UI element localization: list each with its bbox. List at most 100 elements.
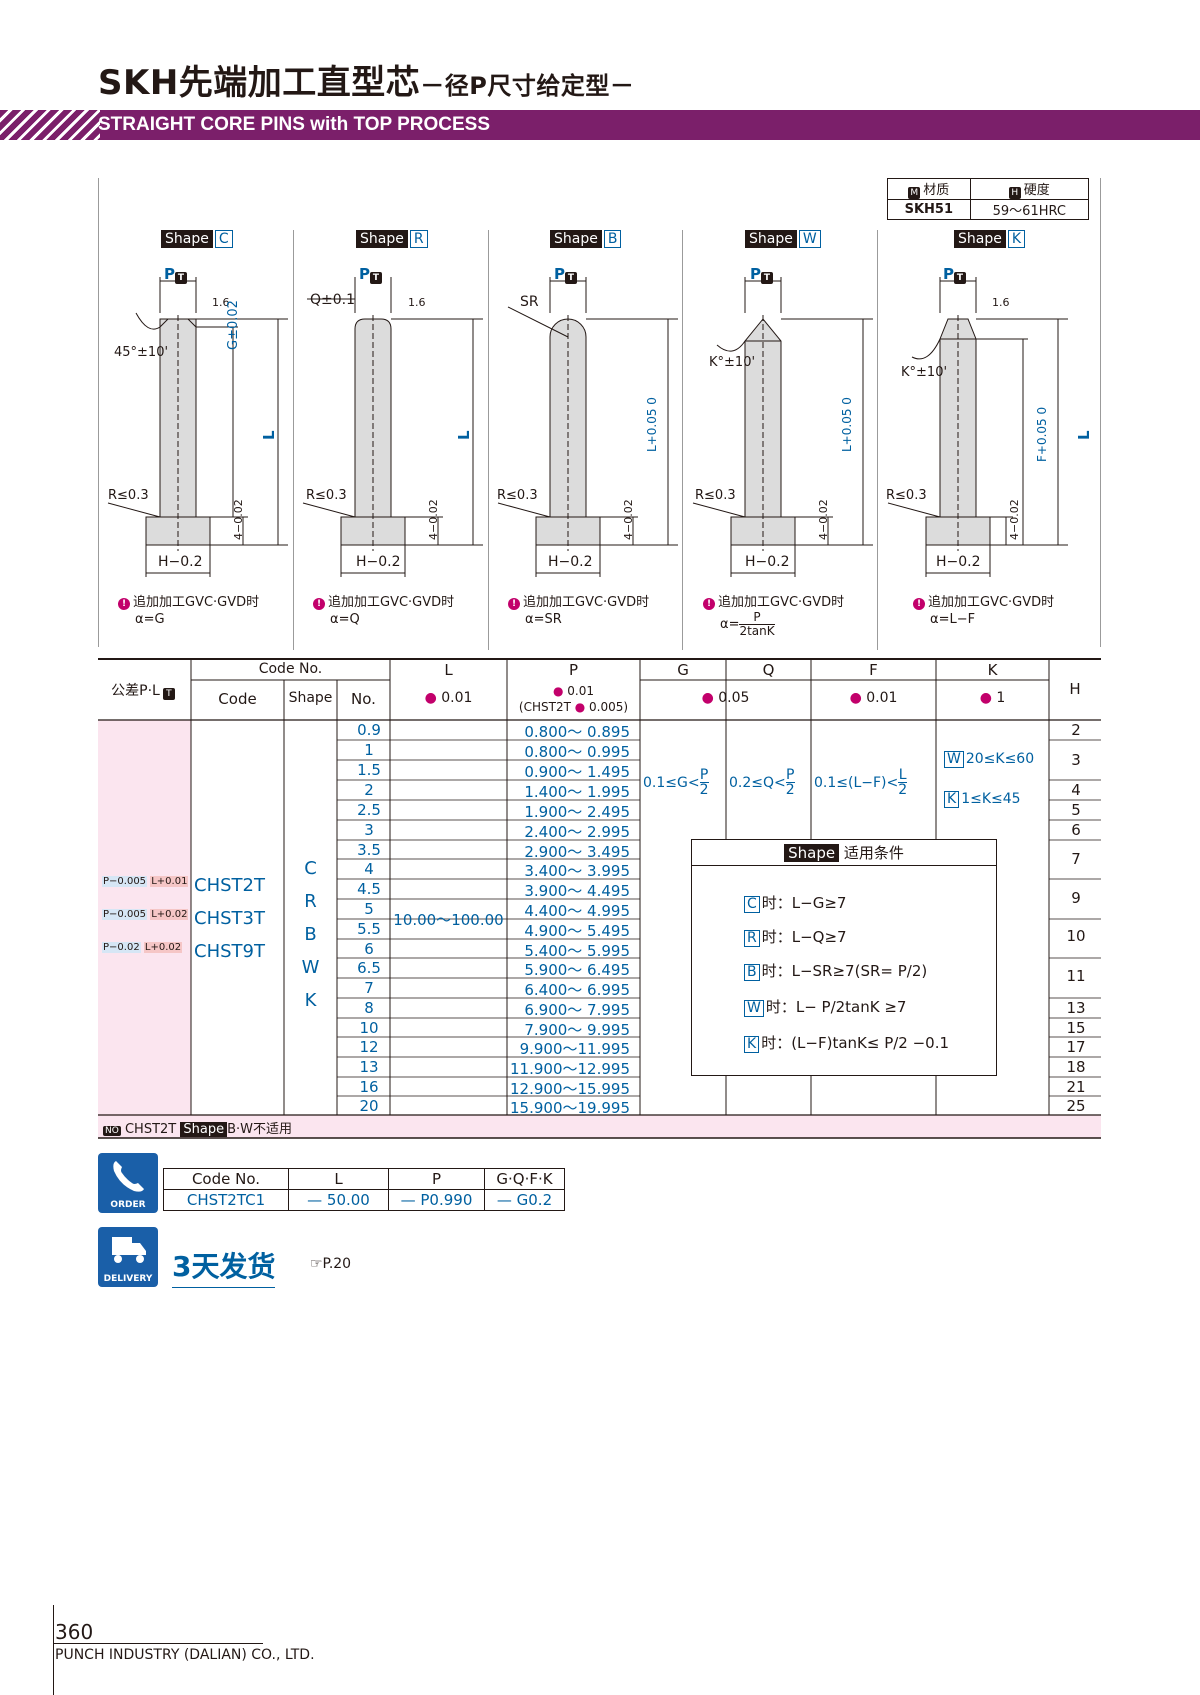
table-row-p: 15.900～19.995: [510, 1099, 630, 1117]
t-icon: T: [954, 272, 966, 284]
spec-table-grid: [98, 658, 1101, 1139]
h-label-b: H−0.2: [548, 554, 593, 570]
t-icon: T: [565, 272, 577, 284]
table-row-p: 2.900～ 3.495: [524, 843, 630, 861]
conditions-header: Shape 适用条件: [692, 840, 996, 866]
order-l: — 50.00: [288, 1189, 389, 1211]
code-chst9t: CHST9T: [194, 941, 265, 962]
title-main: SKH先端加工直型芯: [98, 63, 421, 103]
table-row-p: 7.900～ 9.995: [524, 1021, 630, 1039]
table-row-p: 3.900～ 4.495: [524, 882, 630, 900]
order-example-table: Code No. L P G·Q·F·K CHST2TC1 — 50.00 — …: [163, 1168, 565, 1211]
order-icon: ORDER: [98, 1153, 158, 1213]
roughness-r: 1.6: [408, 296, 426, 309]
code-header: Code: [218, 690, 257, 708]
table-row-no: 3: [364, 821, 374, 839]
footnote-bg: [98, 1115, 1101, 1138]
table-row-p: 5.900～ 6.495: [524, 961, 630, 979]
table-row-no: 4.5: [357, 880, 381, 898]
table-row-no: 1.5: [357, 761, 381, 779]
table-row-no: 5: [364, 900, 374, 918]
table-row-h: 6: [1071, 821, 1081, 839]
order-h-p: P: [388, 1168, 485, 1190]
alert-icon: !: [118, 598, 130, 610]
r-label-r: R≤0.3: [306, 488, 347, 503]
roughness-c: 1.6: [212, 296, 230, 309]
f-unit: ● 0.01: [849, 690, 898, 706]
order-h-l: L: [288, 1168, 389, 1190]
delivery-ref[interactable]: ☞P.20: [310, 1256, 352, 1272]
angle-45: 45°±10': [114, 345, 169, 360]
page-title: SKH先端加工直型芯－径P尺寸给定型－: [98, 55, 634, 104]
table-row-p: 11.900～12.995: [510, 1060, 630, 1078]
table-row-no: 16: [359, 1078, 379, 1096]
table-row-p: 1.400～ 1.995: [524, 783, 630, 801]
table-row-no: 5.5: [357, 920, 381, 938]
alert-icon: !: [913, 598, 925, 610]
k-header: K: [987, 661, 998, 679]
table-row-no: 7: [364, 979, 374, 997]
table-row-p: 6.400～ 6.995: [524, 981, 630, 999]
t-icon: T: [370, 272, 382, 284]
title-band-hatch: [0, 110, 100, 140]
r-label-w: R≤0.3: [695, 488, 736, 503]
roughness-k: 1.6: [992, 296, 1010, 309]
material-label: 材质: [923, 183, 950, 198]
h-label-r: H−0.2: [356, 554, 401, 570]
material-value: SKH51: [887, 199, 971, 220]
no-header: No.: [351, 690, 376, 708]
r-label-b: R≤0.3: [497, 488, 538, 503]
shape-code: C: [214, 230, 233, 248]
panel-divider: [877, 230, 878, 650]
alert-icon: !: [313, 598, 325, 610]
order-h-code: Code No.: [163, 1168, 289, 1190]
h-label-k: H−0.2: [936, 554, 981, 570]
table-row-no: 4: [364, 860, 374, 878]
table-row-p: 4.400～ 4.995: [524, 902, 630, 920]
company-name: PUNCH INDUSTRY (DALIAN) CO., LTD.: [55, 1647, 315, 1663]
h-label-w: H−0.2: [745, 554, 790, 570]
table-row-no: 1: [364, 741, 374, 759]
table-row-h: 13: [1066, 999, 1086, 1017]
q-tolerance: Q±0.1: [310, 292, 356, 308]
table-row-p: 12.900～15.995: [510, 1080, 630, 1098]
table-row-h: 11: [1066, 967, 1086, 985]
table-row-h: 15: [1066, 1019, 1086, 1037]
hardness-icon: H: [1008, 187, 1021, 199]
shape-tag: Shape: [954, 230, 1006, 248]
panel-divider: [682, 230, 683, 650]
panel-divider: [293, 230, 294, 650]
table-row-no: 6: [364, 940, 374, 958]
k-unit: ● 1: [979, 690, 1006, 706]
table-row-no: 20: [359, 1097, 379, 1115]
pin-drawing-b: [497, 277, 678, 577]
order-p: — P0.990: [388, 1189, 485, 1211]
table-row-p: 5.400～ 5.995: [524, 942, 630, 960]
table-row-no: 6.5: [357, 959, 381, 977]
l-header: L: [444, 661, 453, 679]
f-header: F: [869, 661, 878, 679]
table-row-p: 0.800～ 0.895: [524, 723, 630, 741]
pin-drawing-w: [692, 277, 873, 577]
code-no-header: Code No.: [258, 661, 323, 677]
table-row-h: 9: [1071, 889, 1081, 907]
